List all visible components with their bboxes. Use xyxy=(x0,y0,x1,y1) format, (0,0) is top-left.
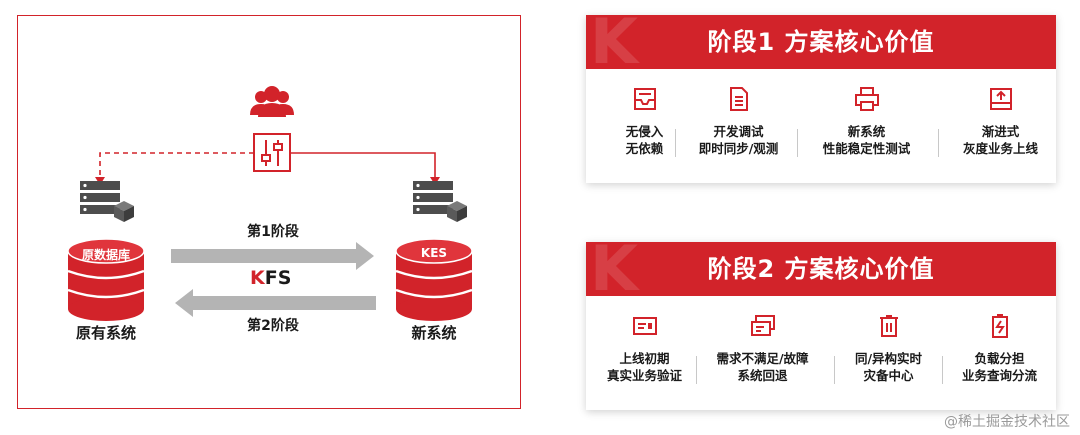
stage1-item-1-text: 无侵入无依赖 xyxy=(586,123,703,157)
item-line1: 上线初期 xyxy=(619,351,670,366)
stage2-arrow xyxy=(175,289,376,317)
k-logo-watermark: K xyxy=(590,242,639,296)
diagram-canvas xyxy=(67,86,473,321)
stage2-item-2-text: 需求不满足/故障系统回退 xyxy=(704,350,821,384)
migration-diagram: 原数据库 KES 第1阶段 KFS 第2阶段 原有系统 新系统 xyxy=(17,15,521,409)
stage1-item-4-text: 渐进式灰度业务上线 xyxy=(942,123,1059,157)
stage1-item-3: 新系统性能稳定性测试 xyxy=(808,69,925,183)
item-line2: 系统回退 xyxy=(737,368,788,383)
kfs-label: KFS xyxy=(250,267,291,289)
item-line2: 真实业务验证 xyxy=(606,368,682,383)
item-line2: 性能稳定性测试 xyxy=(822,141,911,156)
new-system-label: 新系统 xyxy=(411,324,457,342)
database-old xyxy=(67,238,145,321)
panel-stage1-body: 无侵入无依赖 开发调试即时同步/观测 新系统性能稳定性测试 xyxy=(586,69,1056,183)
users-icon xyxy=(250,86,294,117)
stage2-item-4: 负载分担业务查询分流 xyxy=(941,296,1058,410)
item-line1: 同/异构实时 xyxy=(854,351,923,366)
item-line1: 开发调试 xyxy=(713,124,764,139)
item-line1: 负载分担 xyxy=(974,351,1025,366)
solid-connector xyxy=(290,152,436,181)
stage1-arrow xyxy=(171,242,374,270)
old-db-label: 原数据库 xyxy=(81,248,130,262)
k-logo-watermark: K xyxy=(590,15,639,69)
divider xyxy=(834,356,835,384)
panel-stage2-title: 阶段2 方案核心价值 xyxy=(707,255,935,283)
stage2-item-3-text: 同/异构实时灾备中心 xyxy=(830,350,947,384)
stage1-label: 第1阶段 xyxy=(247,224,299,240)
stage1-item-2-text: 开发调试即时同步/观测 xyxy=(680,123,797,157)
panel-stage1-header: K 阶段1 方案核心价值 xyxy=(586,15,1056,69)
divider xyxy=(696,356,697,384)
stage2-label: 第2阶段 xyxy=(247,318,299,334)
divider xyxy=(942,356,943,384)
divider xyxy=(797,129,798,157)
item-line2: 灰度业务上线 xyxy=(962,141,1038,156)
card-icon xyxy=(632,317,657,335)
trash-icon xyxy=(879,315,898,337)
stage2-item-3: 同/异构实时灾备中心 xyxy=(830,296,947,410)
inbox-icon xyxy=(633,88,656,110)
kfs-rest: FS xyxy=(264,267,292,289)
kfs-k: K xyxy=(250,267,265,289)
panel-stage1-title: 阶段1 方案核心价值 xyxy=(707,28,935,56)
sliders-icon xyxy=(253,133,291,172)
divider xyxy=(938,129,939,157)
item-line1: 新系统 xyxy=(847,124,886,139)
database-new xyxy=(395,238,473,321)
old-system-label: 原有系统 xyxy=(75,324,136,342)
stage2-item-4-text: 负载分担业务查询分流 xyxy=(941,350,1058,384)
cards-icon xyxy=(750,315,775,336)
stage2-item-2: 需求不满足/故障系统回退 xyxy=(704,296,821,410)
stage1-item-3-text: 新系统性能稳定性测试 xyxy=(808,123,925,157)
divider xyxy=(675,129,676,157)
server-icon-new xyxy=(413,181,467,222)
upload-box-icon xyxy=(989,88,1012,110)
stage1-item-2: 开发调试即时同步/观测 xyxy=(680,69,797,183)
panel-stage1: K 阶段1 方案核心价值 无侵入无依赖 开发调试即时同步/观测 xyxy=(586,15,1056,183)
item-line2: 无依赖 xyxy=(625,141,664,156)
battery-icon xyxy=(991,314,1008,338)
panel-stage2: K 阶段2 方案核心价值 上线初期真实业务验证 需求不满足/故障系统回退 xyxy=(586,242,1056,410)
stage1-item-1: 无侵入无依赖 xyxy=(586,69,703,183)
new-db-label: KES xyxy=(420,246,448,260)
panel-stage2-body: 上线初期真实业务验证 需求不满足/故障系统回退 同/异构实时灾备中心 xyxy=(586,296,1056,410)
server-icon-old xyxy=(80,181,134,222)
item-line1: 需求不满足/故障 xyxy=(716,351,809,366)
item-line1: 渐进式 xyxy=(981,124,1020,139)
document-icon xyxy=(729,87,748,111)
item-line2: 灾备中心 xyxy=(863,368,914,383)
item-line2: 业务查询分流 xyxy=(961,368,1037,383)
dashed-connector xyxy=(99,152,254,181)
item-line1: 无侵入 xyxy=(625,124,664,139)
item-line2: 即时同步/观测 xyxy=(698,141,779,156)
panel-stage2-header: K 阶段2 方案核心价值 xyxy=(586,242,1056,296)
printer-icon xyxy=(854,87,879,111)
stage2-item-1: 上线初期真实业务验证 xyxy=(586,296,703,410)
stage2-item-1-text: 上线初期真实业务验证 xyxy=(586,350,703,384)
watermark: @稀土掘金技术社区 xyxy=(944,414,1070,430)
stage1-item-4: 渐进式灰度业务上线 xyxy=(942,69,1059,183)
